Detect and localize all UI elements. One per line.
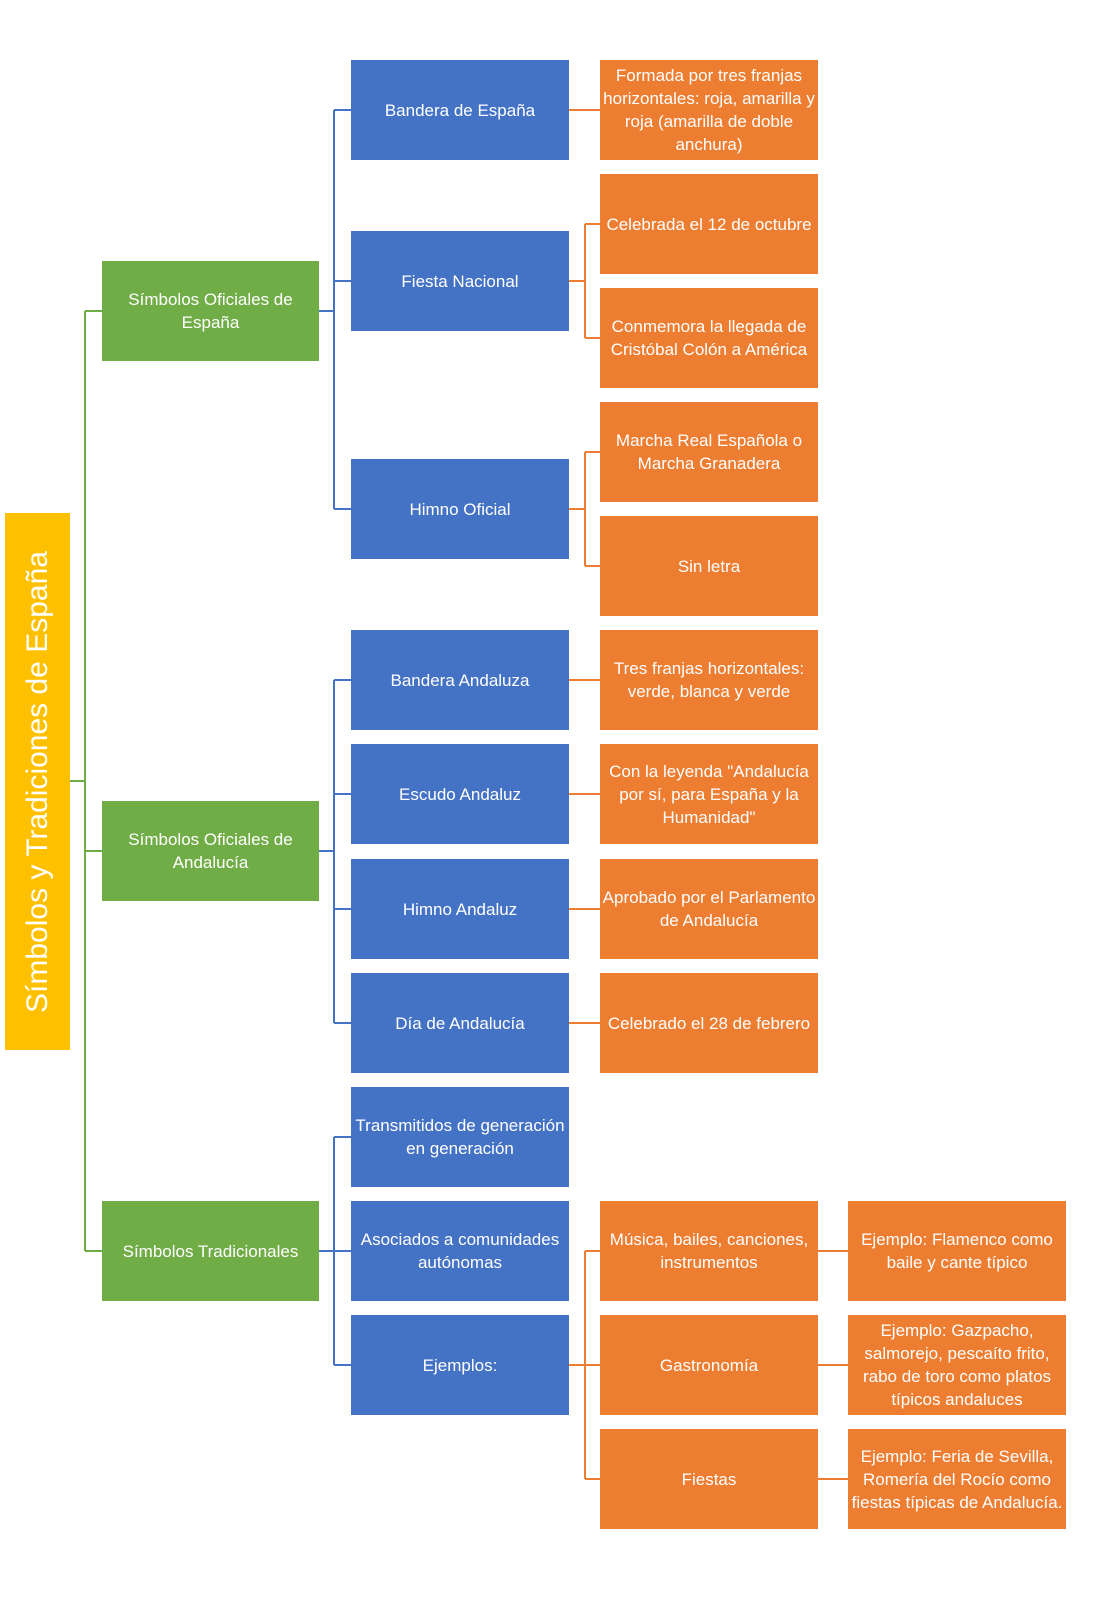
detail-bandera-espana: Formada por tres franjas horizontales: r… [600, 60, 818, 160]
detail-bandera-andaluza: Tres franjas horizontales: verde, blanca… [600, 630, 818, 730]
connector-branch-espana [319, 109, 351, 510]
detail-gastronomia: Gastronomía [600, 1315, 818, 1415]
branch-simbolos-oficiales-andalucia: Símbolos Oficiales de Andalucía [102, 801, 319, 901]
connector-root-branches [70, 310, 102, 1252]
root-node: Símbolos y Tradiciones de España [5, 513, 70, 1050]
detail-himno-nombre: Marcha Real Española o Marcha Granadera [600, 402, 818, 502]
detail-fiesta-conmemora: Conmemora la llegada de Cristóbal Colón … [600, 288, 818, 388]
detail-fiestas: Fiestas [600, 1429, 818, 1529]
item-himno-oficial: Himno Oficial [351, 459, 569, 559]
connector-branch-tradicionales [319, 1136, 351, 1366]
example-gazpacho: Ejemplo: Gazpacho, salmorejo, pescaíto f… [848, 1315, 1066, 1415]
detail-dia-de-andalucia: Celebrado el 28 de febrero [600, 973, 818, 1073]
item-fiesta-nacional: Fiesta Nacional [351, 231, 569, 331]
item-asociados-comunidades: Asociados a comunidades autónomas [351, 1201, 569, 1301]
item-dia-de-andalucia: Día de Andalucía [351, 973, 569, 1073]
item-bandera-andaluza: Bandera Andaluza [351, 630, 569, 730]
branch-simbolos-tradicionales: Símbolos Tradicionales [102, 1201, 319, 1301]
item-ejemplos: Ejemplos: [351, 1315, 569, 1415]
detail-fiesta-fecha: Celebrada el 12 de octubre [600, 174, 818, 274]
root-label: Símbolos y Tradiciones de España [20, 550, 54, 1013]
detail-escudo-andaluz: Con la leyenda "Andalucía por sí, para E… [600, 744, 818, 844]
example-feria-sevilla: Ejemplo: Feria de Sevilla, Romería del R… [848, 1429, 1066, 1529]
item-himno-andaluz: Himno Andaluz [351, 859, 569, 959]
detail-himno-andaluz: Aprobado por el Parlamento de Andalucía [600, 859, 818, 959]
example-flamenco: Ejemplo: Flamenco como baile y cante típ… [848, 1201, 1066, 1301]
connector-item-details [569, 109, 848, 1480]
detail-himno-sin-letra: Sin letra [600, 516, 818, 616]
connector-branch-andalucia [319, 679, 351, 1024]
item-bandera-espana: Bandera de España [351, 60, 569, 160]
branch-simbolos-oficiales-espana: Símbolos Oficiales de España [102, 261, 319, 361]
item-escudo-andaluz: Escudo Andaluz [351, 744, 569, 844]
detail-musica-bailes: Música, bailes, canciones, instrumentos [600, 1201, 818, 1301]
item-transmitidos: Transmitidos de generación en generación [351, 1087, 569, 1187]
